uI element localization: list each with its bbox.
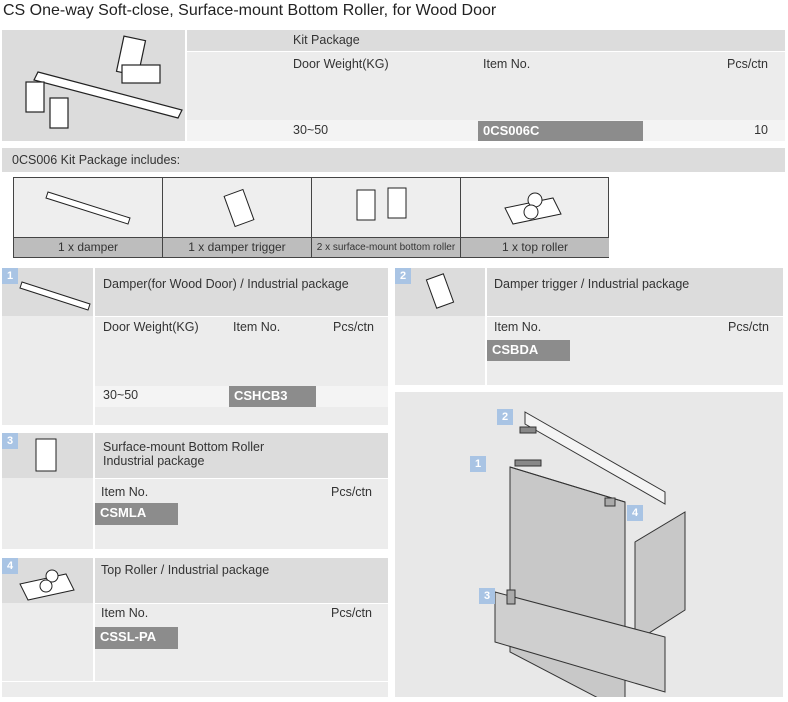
damper-icon <box>45 191 131 225</box>
installation-diagram: 2 1 4 3 <box>395 392 783 697</box>
badge-4: 4 <box>2 558 18 574</box>
kit-pcs: 10 <box>754 123 768 137</box>
bottom-bar <box>2 682 388 697</box>
panel-3-title: Surface-mount Bottom Roller Industrial p… <box>95 433 388 478</box>
panel-damper: 1 Damper(for Wood Door) / Industrial pac… <box>2 268 388 425</box>
damper-trigger-icon <box>425 273 455 309</box>
panel-1-title: Damper(for Wood Door) / Industrial packa… <box>95 268 388 316</box>
diagram-label-3: 3 <box>479 588 495 604</box>
damper-icon <box>19 281 91 311</box>
diagram-label-2: 2 <box>497 409 513 425</box>
bottom-roller-icon <box>35 438 57 472</box>
page-title: CS One-way Soft-close, Surface-mount Bot… <box>3 2 497 19</box>
diagram-label-1: 1 <box>470 456 486 472</box>
kit-col-pcs: Pcs/ctn <box>727 57 768 71</box>
panel-2-col-item: Item No. <box>494 320 542 334</box>
panel-bottom-roller: 3 Surface-mount Bottom Roller Industrial… <box>2 433 388 549</box>
diagram-label-4: 4 <box>627 505 643 521</box>
panel-3-item-code: CSMLA <box>95 503 178 525</box>
panel-damper-trigger: 2 Damper trigger / Industrial package It… <box>395 268 783 385</box>
panel-1-col-item: Item No. <box>233 320 281 334</box>
panel-4-col-pcs: Pcs/ctn <box>331 606 372 620</box>
kit-col-item: Item No. <box>483 57 531 71</box>
panel-2-col-pcs: Pcs/ctn <box>728 320 769 334</box>
bottom-roller-icon <box>356 187 407 221</box>
panel-1-col-weight: Door Weight(KG) <box>103 320 199 334</box>
badge-3: 3 <box>2 433 18 449</box>
include-damper: 1 x damper <box>14 178 163 257</box>
panel-4-item-code: CSSL-PA <box>95 627 178 649</box>
top-roller-icon <box>504 192 562 225</box>
top-roller-icon <box>19 569 75 601</box>
panel-3-col-item: Item No. <box>101 485 149 499</box>
panel-2-title: Damper trigger / Industrial package <box>487 268 783 316</box>
panel-1-item-code: CSHCB3 <box>229 386 316 407</box>
kit-table: Door Weight(KG) Item No. Pcs/ctn 30~50 0… <box>187 52 785 141</box>
panel-1-weight: 30~50 <box>103 388 139 402</box>
panel-3-col-pcs: Pcs/ctn <box>331 485 372 499</box>
kit-weight: 30~50 <box>293 123 329 137</box>
kit-heading: Kit Package <box>187 30 785 51</box>
door-assembly-drawing <box>494 411 686 697</box>
kit-image-panel <box>2 30 185 141</box>
panel-2-item-code: CSBDA <box>487 340 570 361</box>
panel-top-roller: 4 Top Roller / Industrial package Item N… <box>2 558 388 681</box>
panel-1-col-pcs: Pcs/ctn <box>333 320 374 334</box>
kit-product-image <box>25 35 183 129</box>
kit-col-weight: Door Weight(KG) <box>293 57 389 71</box>
damper-trigger-icon <box>223 188 255 228</box>
panel-4-title: Top Roller / Industrial package <box>95 558 388 603</box>
kit-item-code: 0CS006C <box>478 121 643 141</box>
badge-1: 1 <box>2 268 18 284</box>
include-damper-trigger: 1 x damper trigger <box>163 178 312 257</box>
include-top-roller: 1 x top roller <box>461 178 609 257</box>
includes-heading: 0CS006 Kit Package includes: <box>2 148 785 172</box>
badge-2: 2 <box>395 268 411 284</box>
panel-3-title-line2: Industrial package <box>103 454 205 468</box>
includes-table: 1 x damper 1 x damper trigger 2 x surfac… <box>13 177 609 258</box>
panel-3-title-line1: Surface-mount Bottom Roller <box>103 440 265 454</box>
panel-4-col-item: Item No. <box>101 606 149 620</box>
include-bottom-roller: 2 x surface-mount bottom roller <box>312 178 461 257</box>
